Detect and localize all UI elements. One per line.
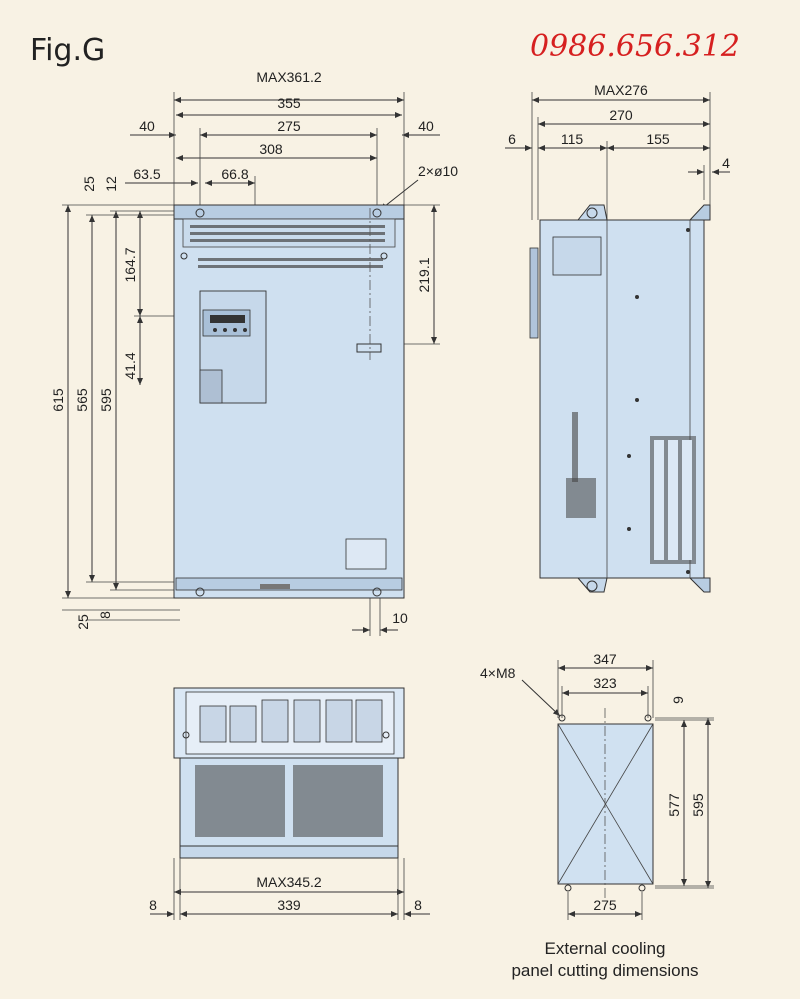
dim-max-width: MAX361.2	[256, 69, 322, 85]
dim-panel-width-323: 323	[593, 675, 617, 691]
dim-width-308: 308	[259, 141, 283, 157]
side-fin-vents	[566, 412, 696, 564]
dim-right-4: 4	[722, 155, 730, 171]
dim-depth-270: 270	[609, 107, 633, 123]
dim-bottom-25: 25	[75, 614, 91, 630]
dim-bottom-10: 10	[392, 610, 408, 626]
dim-offset-63-5: 63.5	[133, 166, 160, 182]
dim-max-depth: MAX276	[594, 82, 648, 98]
dim-width-275: 275	[277, 118, 301, 134]
dim-panel-height-577: 577	[666, 793, 682, 817]
dim-max-width-345: MAX345.2	[256, 874, 322, 890]
dim-height-41-4: 41.4	[122, 352, 138, 379]
caption-line-1: External cooling	[545, 939, 666, 958]
dim-left-6: 6	[508, 131, 516, 147]
phone-number: 0986.656.312	[530, 29, 740, 64]
panel-cut-view: 347 323 4×M8 9 577 595 275 External cool…	[480, 651, 714, 980]
dim-panel-width-275: 275	[593, 897, 617, 913]
front-top-vents	[190, 225, 385, 268]
screw-hole-tl	[558, 714, 566, 722]
nameplate	[345, 538, 387, 570]
dim-hole-label: 2×ø10	[418, 163, 458, 179]
screw-hole-tr	[644, 714, 652, 722]
dim-panel-width-347: 347	[593, 651, 617, 667]
dim-top-25: 25	[81, 176, 97, 192]
caption-line-2: panel cutting dimensions	[511, 961, 698, 980]
dim-bottom-8: 8	[97, 611, 113, 619]
screw-hole-br	[638, 884, 646, 892]
dim-panel-top-9: 9	[670, 696, 686, 704]
screw-hole-bl	[564, 884, 572, 892]
figure-label: Fig.G	[30, 33, 105, 68]
dim-margin-right-40: 40	[418, 118, 434, 134]
dim-height-164-7: 164.7	[122, 247, 138, 282]
dim-margin-left-40: 40	[139, 118, 155, 134]
dim-width-355: 355	[277, 95, 301, 111]
dim-height-219-1: 219.1	[416, 257, 432, 292]
dim-panel-height-595: 595	[690, 793, 706, 817]
bottom-view: MAX345.2 8 339 8	[149, 687, 430, 920]
side-view: MAX276 270 6 115 155 4	[505, 82, 730, 593]
dim-height-615: 615	[50, 388, 66, 412]
dim-height-595: 595	[98, 388, 114, 412]
dim-top-12: 12	[103, 176, 119, 192]
terminal-blocks	[199, 699, 383, 743]
front-view: MAX361.2 355 40 275 40 308 2×ø10 63.5 66…	[50, 69, 458, 636]
dim-offset-66-8: 66.8	[221, 166, 248, 182]
dim-bottom-left-8: 8	[149, 897, 157, 913]
dim-screw-label: 4×M8	[480, 665, 516, 681]
dim-depth-155: 155	[646, 131, 670, 147]
dim-width-339: 339	[277, 897, 301, 913]
dim-depth-115: 115	[561, 131, 584, 147]
dim-height-565: 565	[74, 388, 90, 412]
dim-bottom-right-8: 8	[414, 897, 422, 913]
